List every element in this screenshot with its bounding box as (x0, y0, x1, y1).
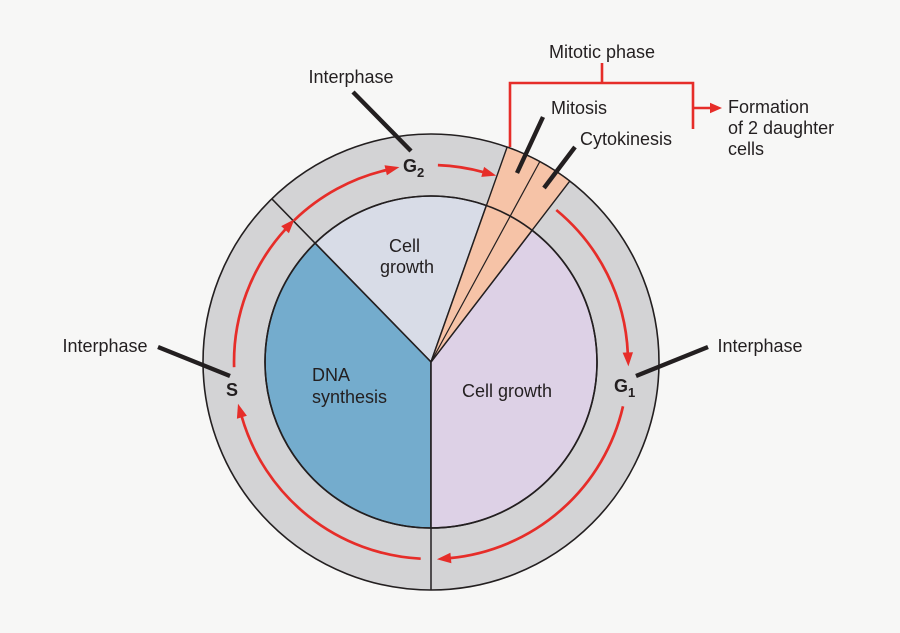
label-formation-of-daughter-cells: Formation of 2 daughter cells (728, 97, 839, 159)
cycle-arrowhead-4 (481, 166, 497, 177)
cycle-arrowhead-3 (384, 165, 400, 176)
ring-label-g2-subscript: 2 (417, 165, 424, 180)
cycle-arrowhead-1 (236, 403, 247, 419)
label-mitosis: Mitosis (551, 98, 607, 118)
interphase-top-pointer (351, 90, 413, 153)
sector-label-g2-line-1: Cell (389, 236, 420, 256)
cycle-arrow-arc-1 (240, 415, 421, 561)
cycle-arrow-arc-5 (555, 208, 630, 354)
cycle-arrowhead-2 (281, 219, 295, 234)
cycle-arrow-arc-6 (449, 405, 625, 560)
sector-label-g2-cell-growth: Cell growth (380, 236, 434, 277)
ring-label-g1-subscript: 1 (628, 385, 635, 400)
label-interphase-right: Interphase (717, 336, 802, 356)
sector-label-g1-cell-growth: Cell growth (462, 381, 552, 401)
mitotic-bracket (508, 81, 695, 147)
ring-label-g1: G1 (614, 376, 635, 400)
ring-label-g2-main: G (403, 156, 417, 176)
ring-label-g1-main: G (614, 376, 628, 396)
sector-label-g2-line-2: growth (380, 257, 434, 277)
formation-line-1: Formation (728, 97, 809, 117)
formation-arrowhead (710, 102, 722, 114)
cycle-arrowhead-6 (436, 552, 452, 564)
ring-label-g2: G2 (403, 156, 424, 180)
formation-line-3: cells (728, 139, 764, 159)
cycle-arrow-arc-3 (293, 168, 388, 222)
shape-layer (157, 63, 722, 591)
label-mitotic-phase: Mitotic phase (549, 42, 655, 62)
label-interphase-left: Interphase (62, 336, 147, 356)
formation-line-2: of 2 daughter (728, 118, 834, 138)
mitosis-cytokinesis-divider-line (430, 161, 541, 363)
interphase-left-pointer (157, 344, 231, 379)
label-cytokinesis: Cytokinesis (580, 129, 672, 149)
cytokinesis-pointer (542, 145, 577, 190)
interphase-right-pointer (635, 344, 709, 379)
label-layer: Interphase Interphase Interphase Mitotic… (62, 42, 839, 407)
cycle-arrowhead-5 (622, 352, 633, 367)
sector-label-s-line-1: DNA (312, 365, 350, 385)
sector-label-dna-synthesis: DNA synthesis (312, 365, 387, 407)
mitosis-pointer (515, 116, 545, 174)
sector-label-s-line-2: synthesis (312, 387, 387, 407)
ring-label-s: S (226, 380, 238, 400)
label-interphase-top: Interphase (308, 67, 393, 87)
cycle-arrow-arc-2 (232, 227, 287, 368)
